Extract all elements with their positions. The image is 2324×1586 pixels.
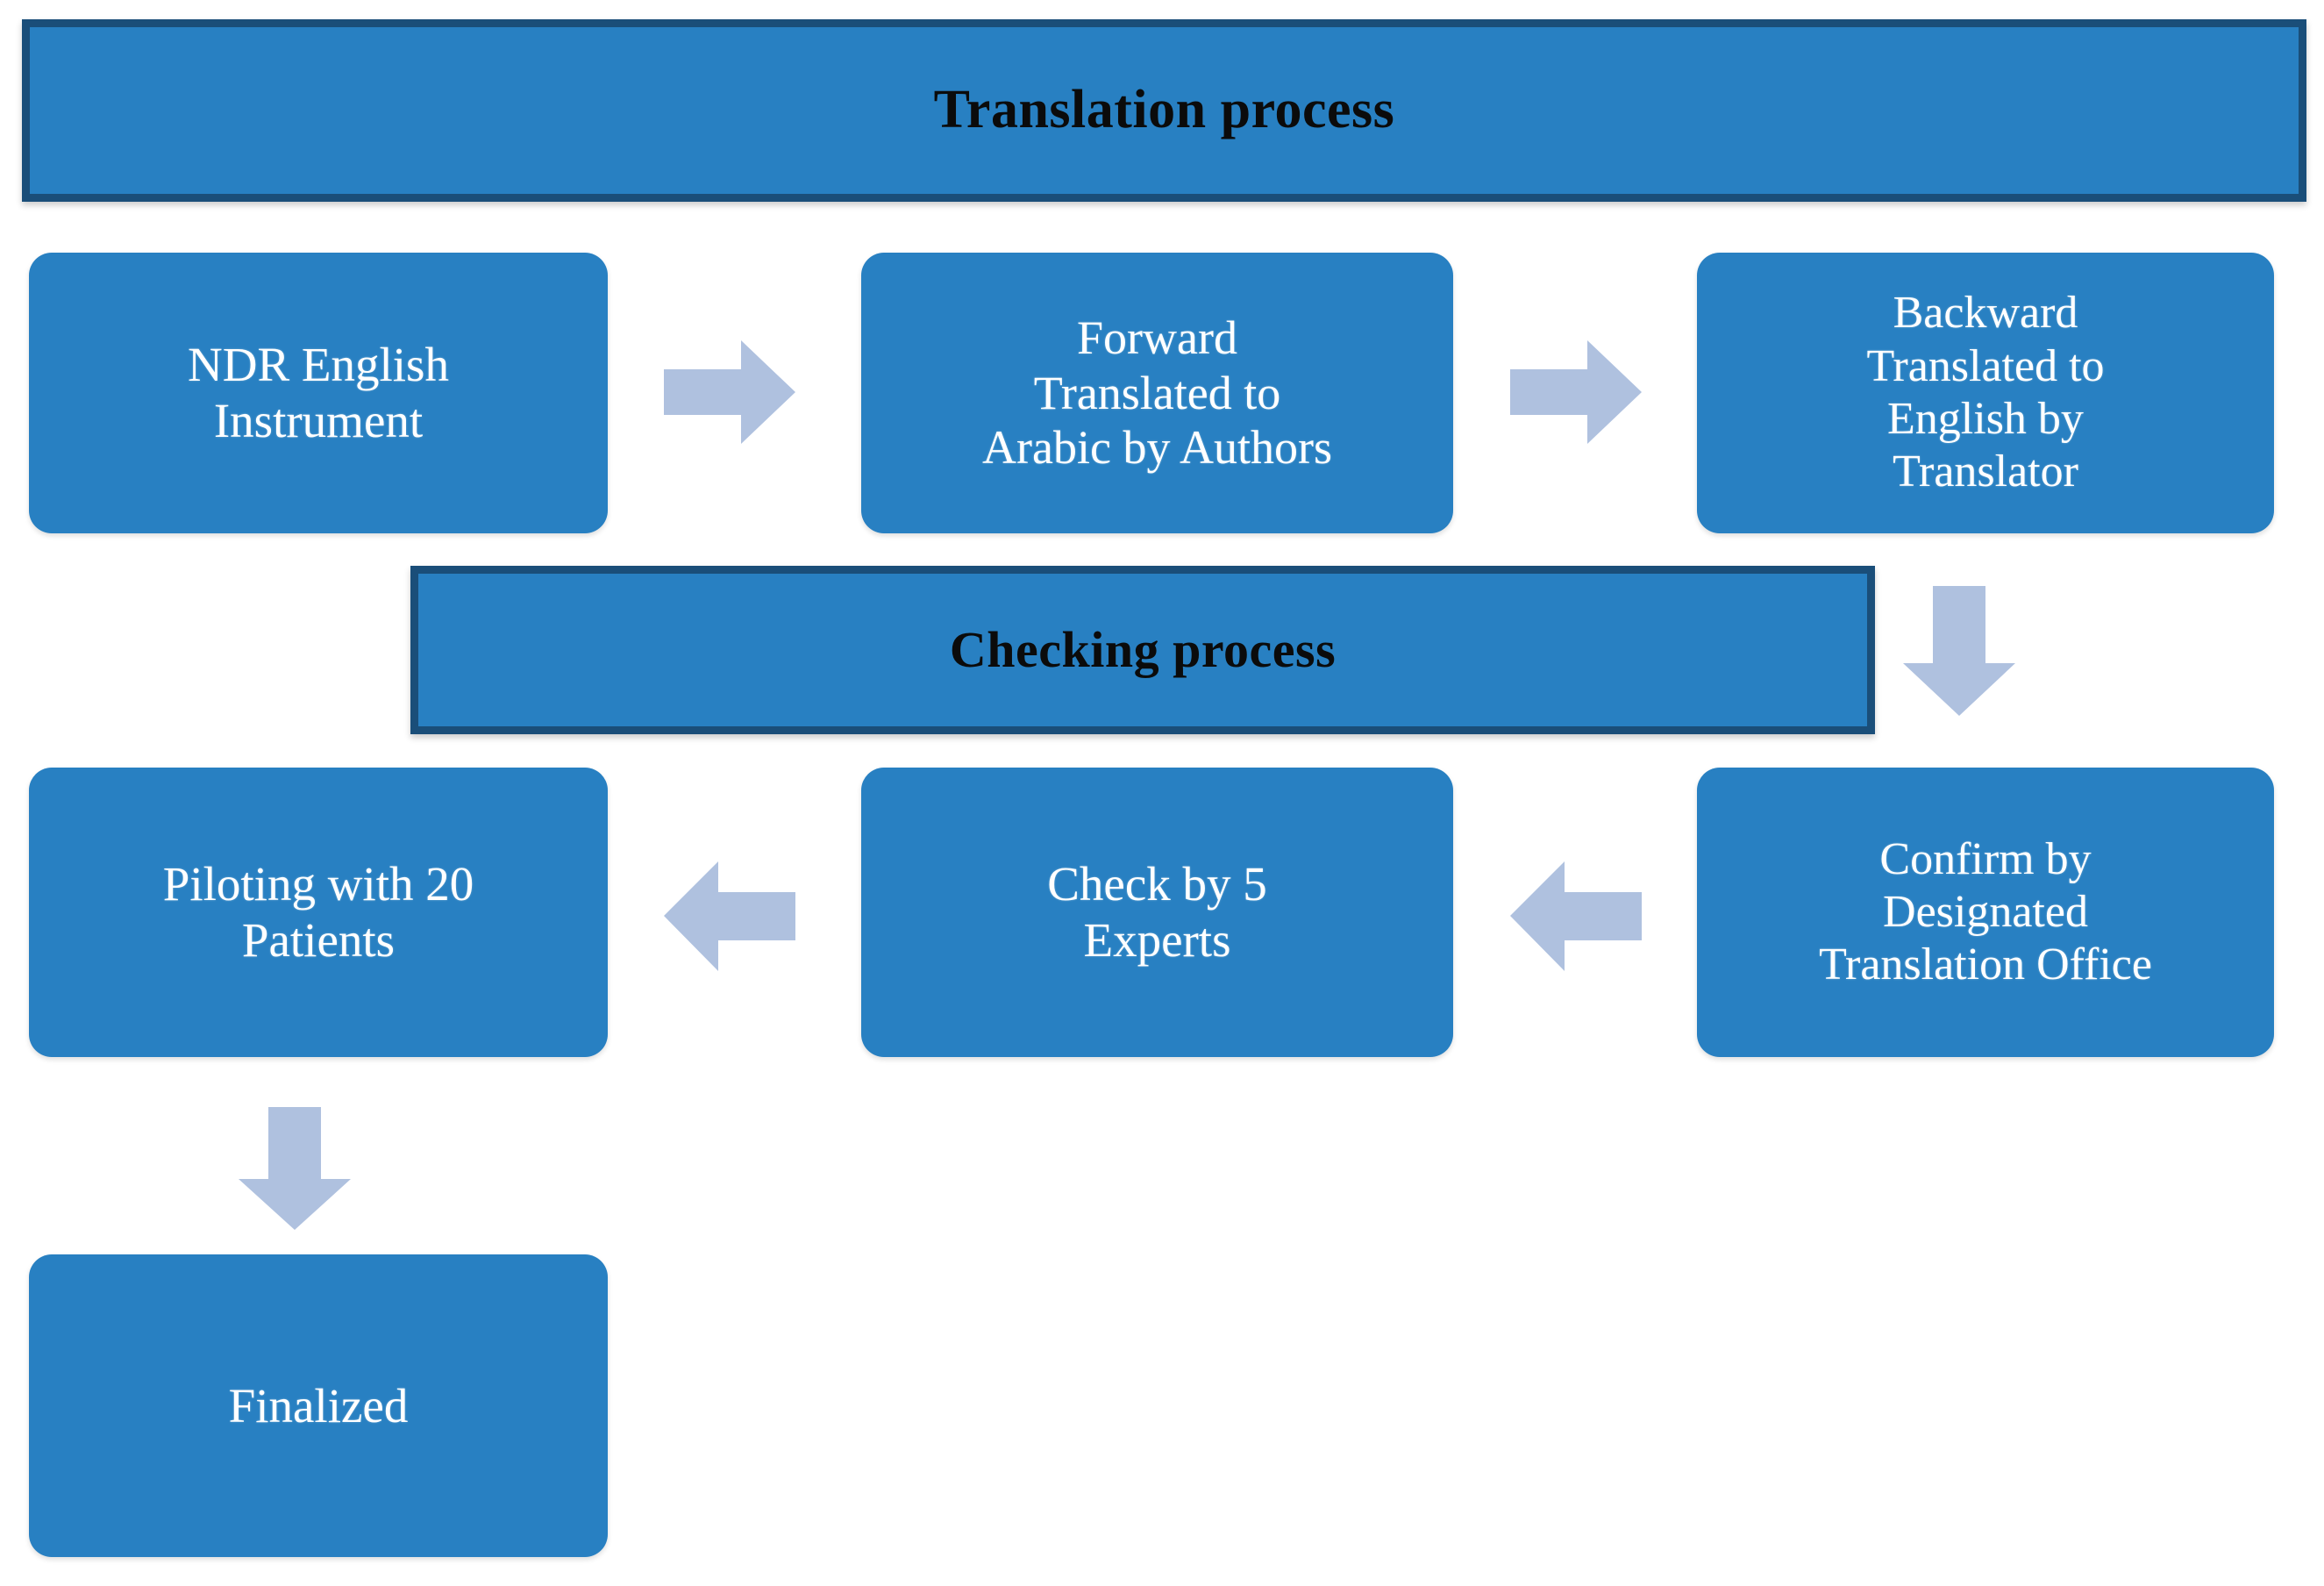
step-confirm-by-designated-translation-office-label: Confirm by Designated Translation Office xyxy=(1819,833,2152,990)
arrow-down-icon-backward-to-confirm xyxy=(1903,586,2015,716)
step-ndr-english-instrument[interactable]: NDR English Instrument xyxy=(29,253,608,533)
step-confirm-by-designated-translation-office[interactable]: Confirm by Designated Translation Office xyxy=(1697,768,2274,1057)
step-backward-translated-to-english-label: Backward Translated to English by Transl… xyxy=(1866,288,2105,497)
banner-checking-process-label: Checking process xyxy=(949,620,1337,678)
step-piloting-with-20-patients[interactable]: Piloting with 20 Patients xyxy=(29,768,608,1057)
banner-translation-process: Translation process xyxy=(22,19,2306,202)
step-backward-translated-to-english[interactable]: Backward Translated to English by Transl… xyxy=(1697,253,2274,533)
step-ndr-english-instrument-label: NDR English Instrument xyxy=(188,338,449,447)
arrow-right-icon-forward-to-backward xyxy=(1510,340,1642,444)
step-finalized[interactable]: Finalized xyxy=(29,1254,608,1557)
banner-translation-process-label: Translation process xyxy=(933,80,1395,140)
arrow-right-icon-ndr-to-forward xyxy=(664,340,795,444)
arrow-left-icon-check-to-piloting xyxy=(664,861,795,971)
arrow-down-icon-piloting-to-finalized xyxy=(239,1107,351,1230)
step-check-by-5-experts[interactable]: Check by 5 Experts xyxy=(861,768,1453,1057)
arrow-left-icon-confirm-to-check xyxy=(1510,861,1642,971)
step-finalized-label: Finalized xyxy=(228,1378,409,1432)
step-forward-translated-to-arabic[interactable]: Forward Translated to Arabic by Authors xyxy=(861,253,1453,533)
step-check-by-5-experts-label: Check by 5 Experts xyxy=(1047,857,1267,967)
step-piloting-with-20-patients-label: Piloting with 20 Patients xyxy=(162,857,474,967)
step-forward-translated-to-arabic-label: Forward Translated to Arabic by Authors xyxy=(982,311,1332,475)
banner-checking-process: Checking process xyxy=(410,566,1875,734)
